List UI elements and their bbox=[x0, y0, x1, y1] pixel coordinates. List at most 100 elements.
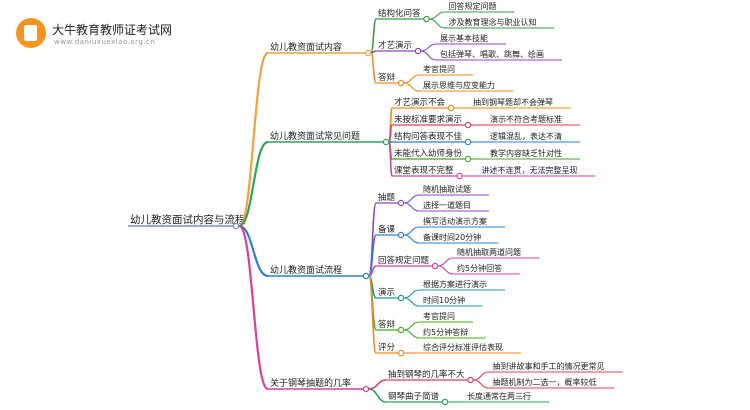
leaf-label: 约5分钟答辩 bbox=[423, 327, 468, 337]
leaf-connector bbox=[403, 329, 420, 339]
root-dot bbox=[232, 222, 240, 230]
leaf-label: 根据方案进行演示 bbox=[423, 279, 487, 289]
leaf-connector bbox=[403, 74, 420, 84]
leaf-connector bbox=[473, 371, 489, 381]
sub-connector bbox=[368, 379, 387, 390]
sub-dot bbox=[414, 47, 422, 55]
branch-connector bbox=[238, 224, 269, 278]
branch-dot bbox=[362, 385, 370, 393]
leaf-connector bbox=[403, 297, 420, 307]
sub-connector bbox=[370, 52, 377, 84]
leaf-label: 时间10分钟 bbox=[423, 295, 465, 305]
sub-dot bbox=[397, 231, 405, 239]
leaf-label: 综合评分标准评估表现 bbox=[423, 342, 503, 352]
branch-connector bbox=[237, 51, 270, 228]
leaf-label: 撰写活动演示方案 bbox=[423, 216, 487, 226]
sub-dot bbox=[397, 349, 405, 357]
sub-dot bbox=[431, 262, 439, 270]
leaf-label: 抽题机制为二选一，概率较低 bbox=[493, 377, 597, 387]
leaf-connector bbox=[403, 202, 420, 212]
sub-label: 结构化问答 bbox=[378, 8, 421, 19]
leaf-label: 选择一道题目 bbox=[423, 200, 471, 210]
leaf-label: 考官提问 bbox=[423, 311, 455, 321]
sub-label: 抽到钢琴的几率不大 bbox=[388, 369, 465, 380]
branch-connector bbox=[237, 224, 270, 391]
sub-dot bbox=[447, 104, 455, 112]
sub-label: 钢琴曲子简谱 bbox=[388, 391, 440, 402]
branch-label: 幼儿教资面试常见问题 bbox=[270, 130, 360, 142]
leaf-connector bbox=[473, 379, 489, 389]
sub-connector bbox=[388, 141, 393, 177]
leaf-connector bbox=[437, 265, 454, 275]
sub-label: 备课 bbox=[378, 224, 396, 235]
sub-label: 回答规定问题 bbox=[378, 255, 430, 266]
sub-dot bbox=[467, 376, 474, 384]
leaf-label: 约5分钟回答 bbox=[457, 263, 502, 273]
leaf-label: 演示不符合考题标准 bbox=[490, 114, 562, 124]
leaf-label: 抽到钢琴题却不会弹琴 bbox=[473, 97, 553, 107]
branch-label: 幼儿教资面试流程 bbox=[270, 264, 342, 276]
sub-connector bbox=[370, 18, 377, 54]
branch-label: 关于钢琴抽题的几率 bbox=[270, 377, 351, 389]
brand-name: 大牛教育教师证考试网 bbox=[52, 23, 173, 37]
leaf-label: 展示基本技能 bbox=[440, 33, 488, 43]
branch-label: 幼儿教资面试内容 bbox=[270, 41, 342, 53]
sub-dot bbox=[464, 155, 472, 163]
leaf-label: 涉及教育理念与职业认知 bbox=[449, 17, 537, 27]
sub-dot bbox=[464, 138, 472, 146]
leaf-label: 长度通常在两三行 bbox=[467, 391, 531, 401]
sub-dot bbox=[397, 326, 405, 334]
sub-dot bbox=[441, 398, 449, 406]
leaf-label: 回答规定问题 bbox=[449, 1, 497, 11]
sub-label: 结构问答表现不佳 bbox=[394, 131, 463, 142]
leaf-connector bbox=[403, 234, 420, 244]
sub-dot bbox=[456, 172, 463, 180]
sub-dot bbox=[397, 294, 405, 302]
leaf-connector bbox=[420, 50, 437, 61]
sub-label: 课堂表现不完整 bbox=[394, 165, 454, 176]
sub-label: 演示 bbox=[378, 287, 395, 298]
leaf-label: 教学内容缺乏针对性 bbox=[490, 148, 562, 158]
sub-label: 答辩 bbox=[378, 319, 396, 330]
leaf-connector bbox=[403, 194, 420, 204]
sub-dot bbox=[464, 121, 472, 129]
branch-dot bbox=[362, 272, 370, 280]
leaf-label: 随机抽取试题 bbox=[423, 184, 471, 194]
book-logo-icon bbox=[16, 18, 46, 48]
sub-label: 才艺演示不会 bbox=[394, 97, 446, 108]
sub-label: 评分 bbox=[378, 343, 396, 353]
leaf-connector bbox=[429, 11, 445, 20]
brand-url: www.daniuxuexiao.org.cn bbox=[54, 38, 156, 46]
leaf-label: 抽到讲故事和手工的情况更常见 bbox=[493, 361, 605, 371]
leaf-connector bbox=[429, 18, 445, 29]
leaf-label: 逻辑混乱，表达不清 bbox=[490, 131, 562, 141]
leaf-label: 随机抽取两道问题 bbox=[457, 247, 521, 257]
sub-connector bbox=[368, 275, 377, 354]
sub-connector bbox=[368, 388, 387, 403]
leaf-label: 包括弹琴、唱歌、跳舞、绘画 bbox=[440, 49, 544, 59]
sub-label: 抽题 bbox=[378, 192, 396, 203]
leaf-connector bbox=[403, 82, 420, 92]
sub-dot bbox=[397, 199, 405, 207]
brand-logo: 大牛教育教师证考试网 www.daniuxuexiao.org.cn bbox=[10, 12, 172, 52]
leaf-label: 备课时间20分钟 bbox=[423, 232, 481, 242]
sub-label: 未能代入幼师身份 bbox=[394, 148, 463, 159]
sub-dot bbox=[423, 15, 430, 23]
leaf-label: 考官提问 bbox=[423, 64, 455, 74]
leaf-label: 讲述不连贯，无法完整呈现 bbox=[482, 165, 578, 175]
leaf-connector bbox=[437, 257, 454, 267]
leaf-connector bbox=[403, 226, 420, 236]
sub-dot bbox=[397, 79, 405, 87]
leaf-connector bbox=[403, 321, 420, 331]
sub-label: 答辩 bbox=[378, 72, 396, 83]
branch-connector bbox=[238, 140, 269, 228]
root-label: 幼儿教资面试内容与流程 bbox=[130, 213, 246, 226]
sub-label: 未按标准要求演示 bbox=[394, 114, 462, 125]
branch-dot bbox=[364, 49, 372, 57]
branch-dot bbox=[382, 138, 390, 146]
leaf-label: 展示思维与应变能力 bbox=[423, 80, 495, 90]
sub-label: 才艺演示 bbox=[378, 40, 412, 51]
leaf-connector bbox=[420, 43, 437, 52]
leaf-connector bbox=[403, 289, 420, 299]
